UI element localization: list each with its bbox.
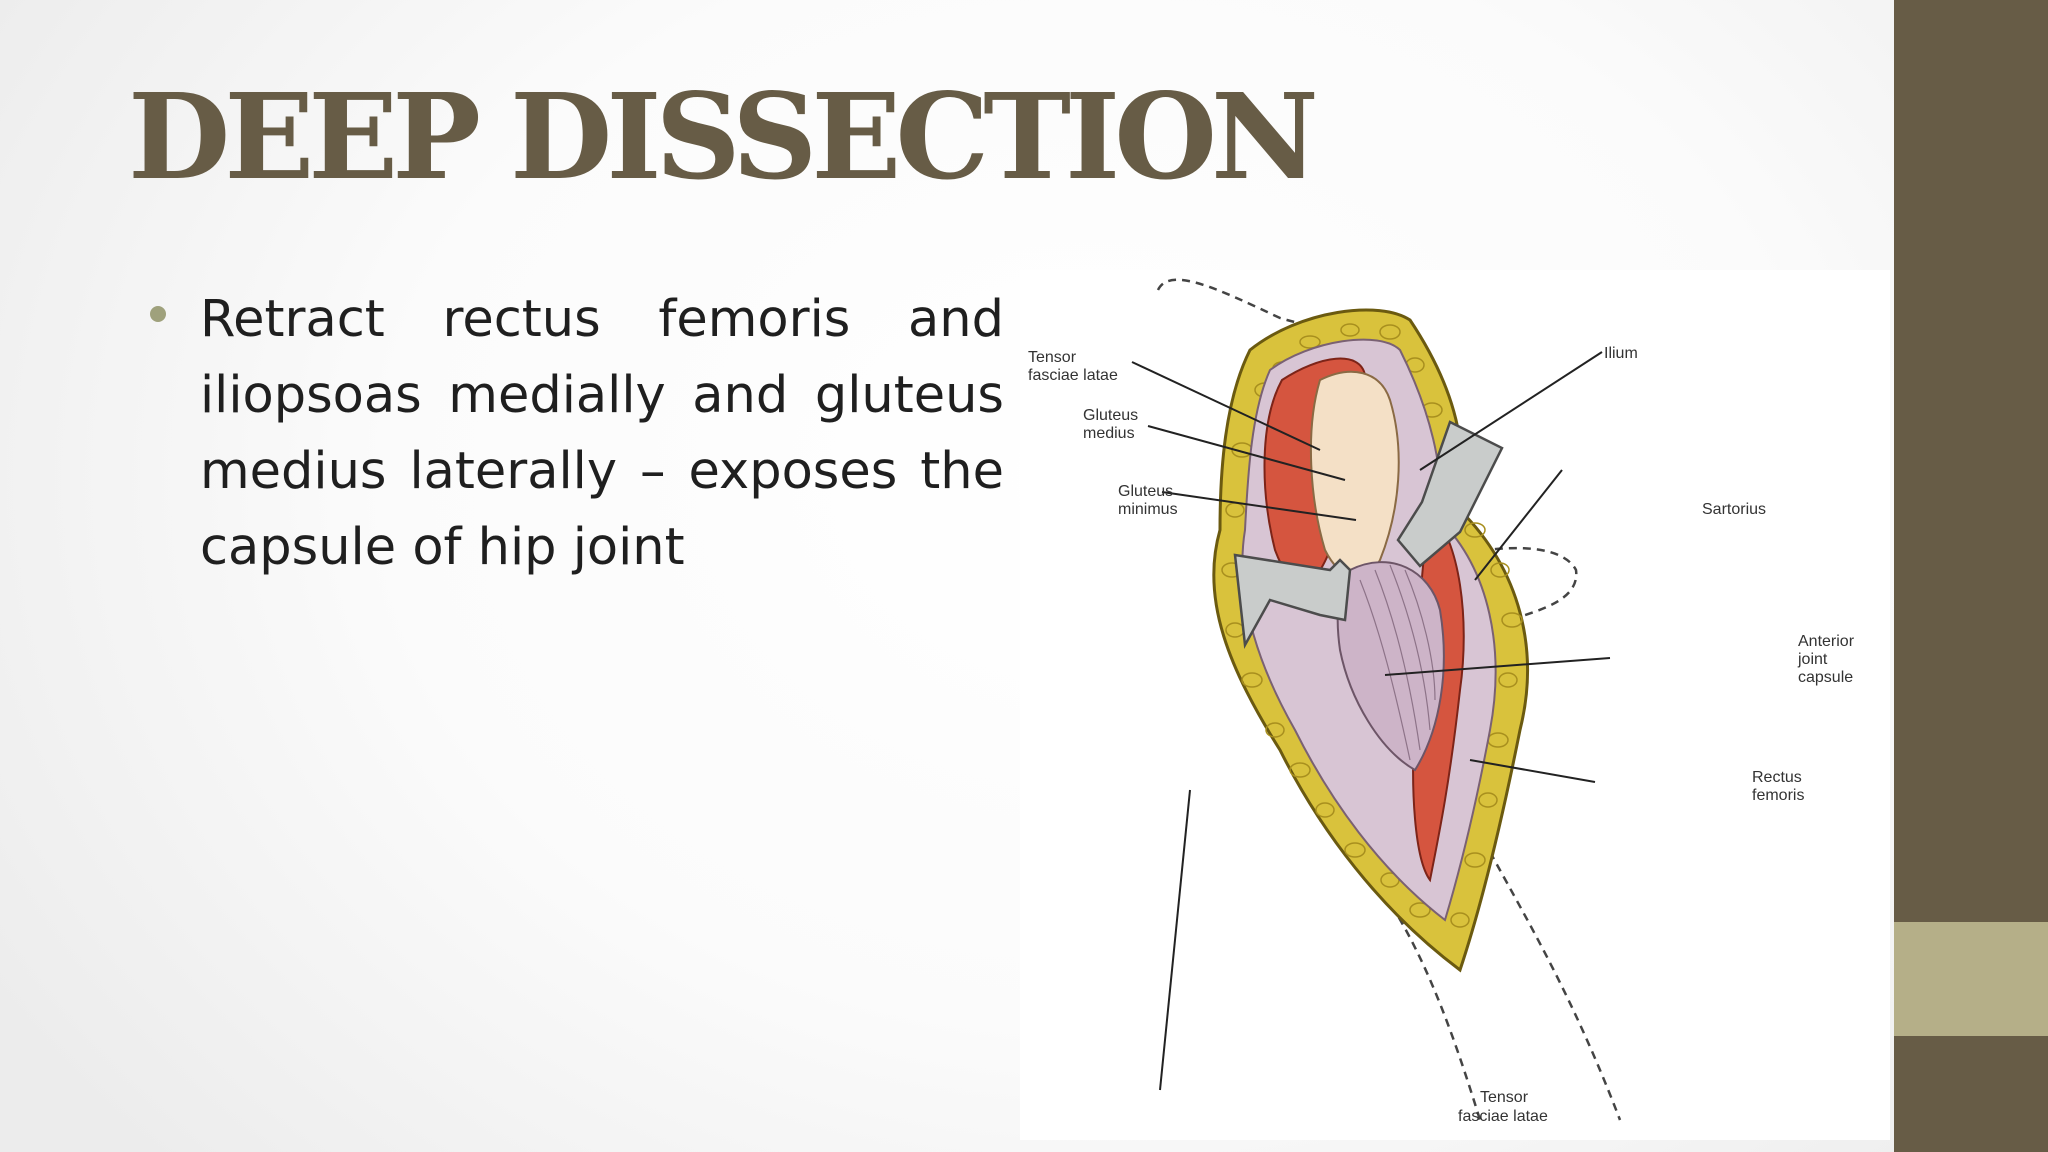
label-sartorius: Sartorius: [1702, 501, 1766, 518]
label-tensor-bottom-2: fasciae latae: [1458, 1108, 1548, 1125]
anterior-joint-capsule: [1336, 561, 1445, 772]
bullet-text: Retract rectus femoris and iliopsoas med…: [200, 290, 1004, 577]
bullet-item: Retract rectus femoris and iliopsoas med…: [150, 282, 1004, 586]
leader-lines: [1131, 351, 1611, 1091]
capsule-fibres: [1359, 564, 1436, 761]
hip-dissection-drawing: Tensor fasciae latae Gluteus medius Glut…: [1028, 278, 1855, 1125]
skin-outline-dashed: [1156, 278, 1622, 1121]
label-capsule-2: joint: [1797, 651, 1828, 668]
label-rectus-2: femoris: [1752, 787, 1804, 804]
label-gluteus-minimus-2: minimus: [1118, 501, 1178, 518]
label-capsule-1: Anterior: [1798, 633, 1855, 650]
label-rectus-1: Rectus: [1752, 769, 1802, 786]
label-gluteus-minimus-1: Gluteus: [1118, 483, 1173, 500]
anatomical-illustration: Tensor fasciae latae Gluteus medius Glut…: [1020, 270, 1890, 1140]
retractor-right: [1396, 420, 1504, 568]
ilium-bone: [1309, 370, 1400, 580]
slide-title: DEEP DISSECTION: [128, 67, 1319, 206]
bullet-list: Retract rectus femoris and iliopsoas med…: [150, 282, 1004, 586]
label-tensor-top-2: fasciae latae: [1028, 367, 1118, 384]
bullet-dot-icon: [150, 306, 166, 322]
label-tensor-top-1: Tensor: [1028, 349, 1077, 366]
label-ilium: Ilium: [1604, 345, 1638, 362]
thigh-outline-dashed: [1439, 546, 1578, 871]
label-gluteus-medius-2: medius: [1083, 425, 1135, 442]
retractor-left: [1233, 553, 1352, 650]
leg-outline-dashed: [1319, 819, 1482, 1121]
label-capsule-3: capsule: [1798, 669, 1853, 686]
decorative-sidebar-accent: [1894, 922, 2048, 1036]
label-gluteus-medius-1: Gluteus: [1083, 407, 1138, 424]
label-tensor-bottom-1: Tensor: [1480, 1089, 1529, 1106]
